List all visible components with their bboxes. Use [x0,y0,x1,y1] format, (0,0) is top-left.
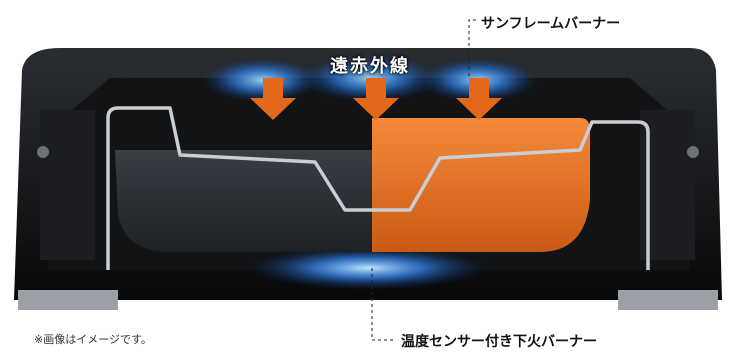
grill-pan-orange-half [372,118,590,252]
bottom-burner-callout-line [371,268,396,341]
heat-arrow-left [250,78,296,120]
image-note: ※画像はイメージです。 [34,333,152,346]
grill-pan-dark-half [115,150,372,252]
bottom-burner-label: 温度センサー付き下火バーナー [401,334,597,350]
sunflame-burner-label: サンフレームバーナー [481,16,621,32]
heat-arrows [250,78,502,120]
bottom-flame [248,246,488,290]
right-foot [618,290,718,310]
left-knob [37,146,49,158]
heat-arrow-center [353,78,399,120]
top-burner-callout-line [468,19,478,76]
left-side-panel [40,110,95,260]
wire-rack [106,106,650,270]
left-foot [18,290,118,310]
far-infrared-label: 遠赤外線 [330,56,410,77]
right-knob [687,146,699,158]
heat-arrow-right [456,78,502,120]
top-flame-left [202,58,322,102]
